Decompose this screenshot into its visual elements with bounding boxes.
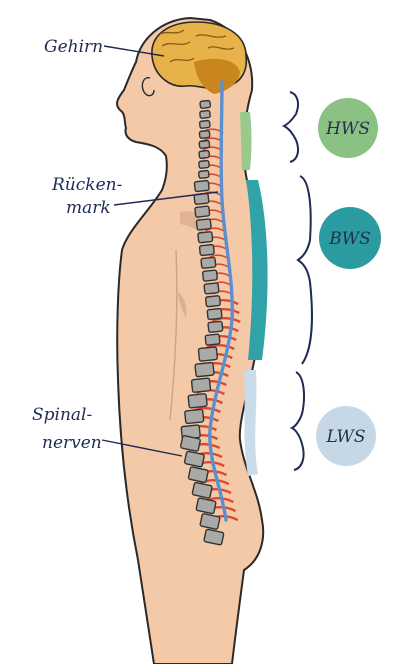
label-brain: Gehirn — [44, 37, 103, 57]
region-hws: HWS — [318, 98, 378, 158]
vertebra — [188, 394, 207, 408]
vertebra — [205, 296, 220, 307]
vertebra — [184, 451, 204, 467]
vertebra — [180, 435, 200, 451]
label-spinal-nerves-2: nerven — [42, 433, 102, 453]
region-lws: LWS — [316, 406, 376, 466]
vertebra — [208, 321, 223, 332]
vertebra — [195, 362, 214, 376]
vertebra — [199, 140, 210, 148]
vertebra — [204, 283, 219, 294]
brace-bws — [298, 176, 312, 364]
label-spinal-nerves-1: Spinal- — [32, 405, 92, 425]
vertebra — [196, 498, 216, 514]
vertebra — [198, 347, 217, 361]
vertebra — [201, 257, 216, 268]
vertebra — [194, 180, 209, 191]
vertebra — [199, 160, 210, 168]
vertebra — [200, 513, 220, 529]
vertebra — [191, 378, 210, 392]
label-spinal-cord-1: Rücken- — [51, 175, 123, 195]
brace-hws — [284, 92, 298, 162]
vertebra — [199, 130, 210, 138]
vertebra — [205, 334, 220, 345]
vertebra — [199, 244, 214, 255]
vertebra — [195, 206, 210, 217]
region-hws-label: HWS — [325, 119, 370, 139]
vertebra — [202, 270, 217, 281]
vertebra — [199, 150, 210, 158]
vertebra — [198, 170, 209, 178]
region-band-lws — [244, 370, 258, 476]
region-bws: BWS — [319, 207, 381, 269]
vertebra — [200, 110, 211, 118]
vertebra — [196, 219, 211, 230]
vertebra — [204, 529, 224, 545]
brace-lws — [292, 372, 304, 470]
vertebra — [198, 232, 213, 243]
vertebra — [192, 482, 212, 498]
vertebra — [199, 120, 210, 128]
region-bws-label: BWS — [328, 229, 371, 249]
region-lws-label: LWS — [326, 427, 366, 447]
vertebra — [207, 308, 222, 319]
label-spinal-cord-2: mark — [66, 198, 111, 218]
vertebra — [200, 100, 211, 108]
vertebra — [188, 467, 208, 483]
vertebra — [185, 409, 204, 423]
region-band-hws — [240, 112, 252, 170]
